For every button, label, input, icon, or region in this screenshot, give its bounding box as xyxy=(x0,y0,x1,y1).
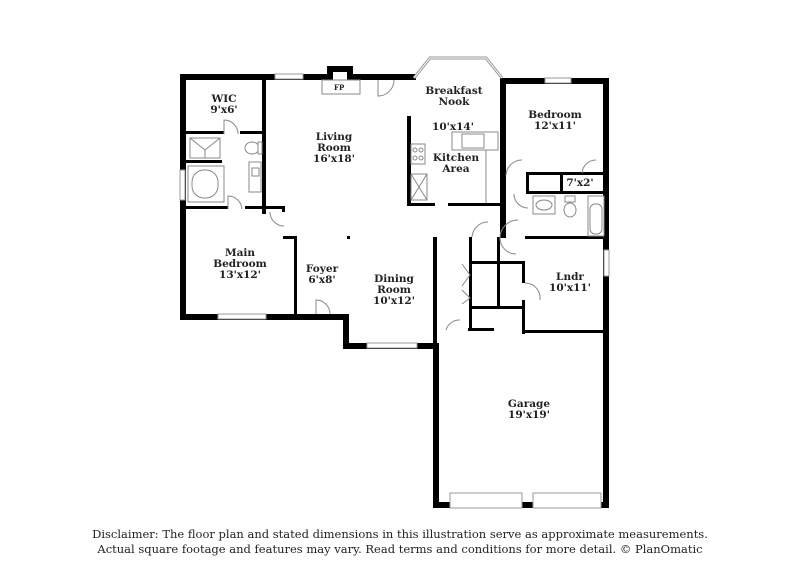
room-label-foyer: Foyer 6'x8' xyxy=(306,264,338,286)
room-name-line1: Breakfast xyxy=(425,85,483,97)
room-label-living-room: Living Room 16'x18' xyxy=(313,132,355,165)
room-label-breakfast-nook: Breakfast Nook xyxy=(425,86,482,108)
room-label-kitchen-area: Kitchen Area xyxy=(433,153,479,175)
room-name-line2: Bedroom xyxy=(213,258,267,270)
room-label-bedroom: Bedroom 12'x11' xyxy=(528,110,582,132)
disclaimer-line-2: Actual square footage and features may v… xyxy=(97,542,703,556)
room-label-main-bedroom: Main Bedroom 13'x12' xyxy=(213,248,267,281)
room-name: Bedroom xyxy=(528,109,582,121)
doors xyxy=(223,79,597,331)
room-dims-breakfast-nook: 10'x14' xyxy=(432,121,474,133)
room-name-line2: Room xyxy=(317,142,351,154)
room-label-dining-room: Dining Room 10'x12' xyxy=(373,274,415,307)
room-name-line1: Main xyxy=(224,247,256,259)
room-dims: 10'x12' xyxy=(373,295,415,307)
room-dims: 12'x11' xyxy=(534,120,576,132)
fireplace-label: FP xyxy=(334,83,345,92)
disclaimer-line-1: Disclaimer: The floor plan and stated di… xyxy=(92,527,708,541)
room-label-laundry: Lndr 10'x11' xyxy=(549,272,591,294)
room-dims: 19'x19' xyxy=(508,409,550,421)
windows xyxy=(179,73,610,509)
room-name: Lndr xyxy=(556,271,584,283)
room-name-line2: Room xyxy=(377,284,411,296)
room-label-closet: 7'x2' xyxy=(566,177,594,189)
room-name: WIC xyxy=(211,93,237,105)
room-name-line1: Living xyxy=(315,131,353,143)
room-label-wic: WIC 9'x6' xyxy=(210,94,237,116)
room-name: Foyer xyxy=(305,263,339,275)
room-dims: 6'x8' xyxy=(308,274,336,286)
room-name-line1: Dining xyxy=(374,273,414,285)
room-name: Garage xyxy=(507,398,551,410)
room-dims: 9'x6' xyxy=(210,104,238,116)
room-dims: 10'x11' xyxy=(549,282,591,294)
room-name-line1: Kitchen xyxy=(432,152,480,164)
room-label-garage: Garage 19'x19' xyxy=(508,399,550,421)
room-dims: 13'x12' xyxy=(219,269,261,281)
room-name-line2: Nook xyxy=(438,96,470,108)
fixtures xyxy=(187,79,605,239)
room-dims: 16'x18' xyxy=(313,153,355,165)
interior-walls xyxy=(186,80,608,334)
room-name-line2: Area xyxy=(442,163,470,175)
